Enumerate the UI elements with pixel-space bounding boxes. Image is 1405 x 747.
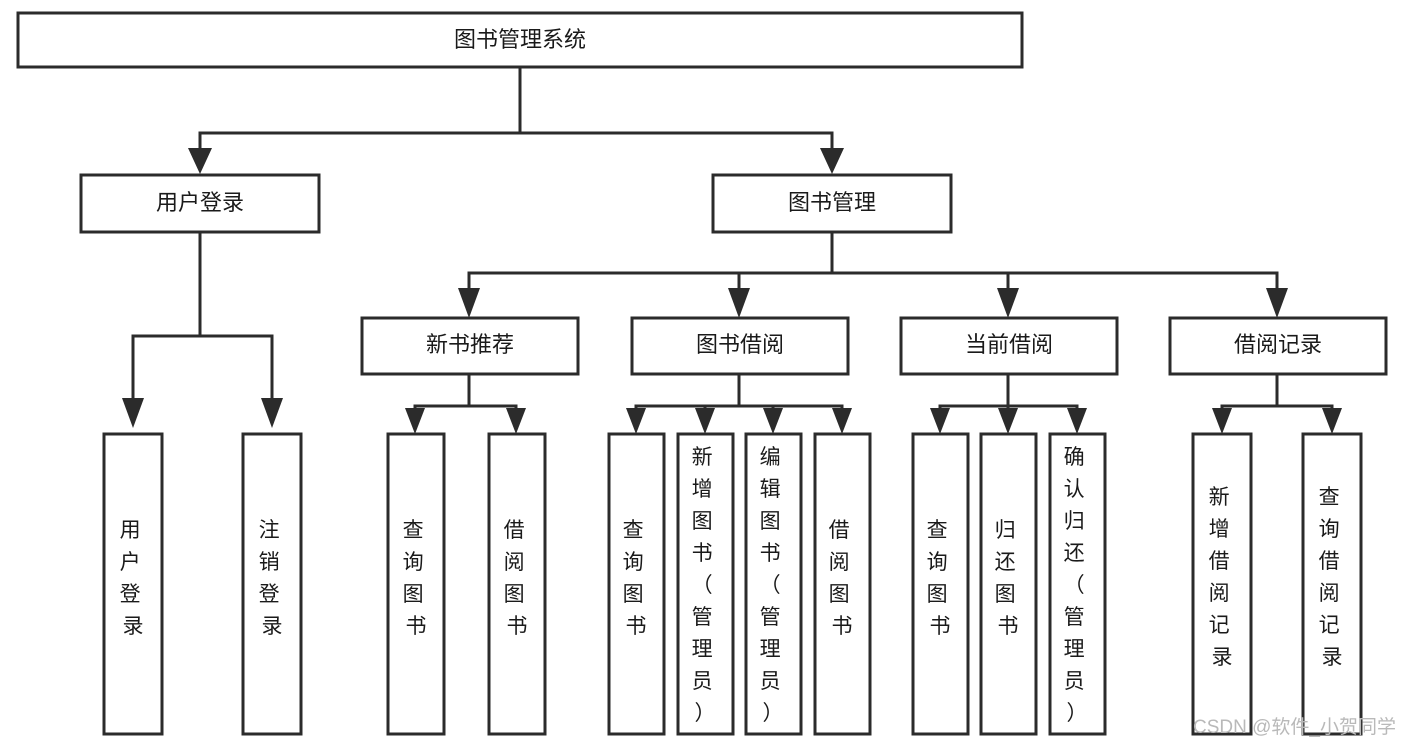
node-current-borrow-box[interactable] [899, 316, 1119, 376]
node-user-login-label: 用户登录 [156, 190, 244, 215]
arrowhead-leaf-user-login [122, 398, 144, 428]
node-book-borrow[interactable]: 图书借阅 [630, 316, 850, 376]
node-leaf-borrow-book-1-label: 借 阅 图 书 [504, 519, 531, 638]
node-leaf-add-record-label: 新 增 借 阅 记 录 [1209, 486, 1236, 669]
node-new-book-recommend-box[interactable] [360, 316, 580, 376]
node-leaf-query-book-2-box[interactable] [607, 432, 666, 736]
node-current-borrow-label: 当前借阅 [965, 332, 1053, 357]
node-borrow-record-box[interactable] [1168, 316, 1388, 376]
node-leaf-add-record[interactable]: 新 增 借 阅 记 录 [1191, 432, 1253, 736]
node-book-management[interactable]: 图书管理 [711, 173, 953, 234]
node-leaf-confirm-return-box[interactable] [1048, 432, 1107, 736]
arrowhead-leaf-query-book-2 [626, 408, 646, 434]
node-leaf-query-book-2[interactable]: 查 询 图 书 [607, 432, 666, 736]
arrowhead-leaf-confirm-return [1067, 408, 1087, 434]
node-leaf-edit-book[interactable]: 编 辑 图 书 （ 管 理 员 ） [744, 432, 803, 736]
node-book-management-label: 图书管理 [788, 190, 876, 215]
arrowhead-book-borrow [728, 288, 750, 318]
arrowhead-borrow-record [1266, 288, 1288, 318]
node-current-borrow[interactable]: 当前借阅 [899, 316, 1119, 376]
node-leaf-add-record-box[interactable] [1191, 432, 1253, 736]
node-leaf-borrow-book-1[interactable]: 借 阅 图 书 [487, 432, 547, 736]
node-leaf-query-book-3-box[interactable] [911, 432, 970, 736]
arrowhead-leaf-add-record [1212, 408, 1232, 434]
arrowhead-leaf-add-book [695, 408, 715, 434]
arrowhead-book-management [820, 148, 844, 174]
arrowhead-leaf-borrow-book-2 [832, 408, 852, 434]
node-leaf-return-book[interactable]: 归 还 图 书 [979, 432, 1038, 736]
node-user-login-box[interactable] [79, 173, 321, 234]
node-leaf-user-login-box[interactable] [102, 432, 164, 736]
node-leaf-add-book-label: 新 增 图 书 （ 管 理 员 ） [692, 446, 719, 725]
node-leaf-query-book-2-label: 查 询 图 书 [623, 519, 650, 638]
arrowhead-leaf-borrow-book-1 [506, 408, 526, 434]
node-leaf-borrow-book-2[interactable]: 借 阅 图 书 [813, 432, 872, 736]
node-leaf-borrow-book-2-label: 借 阅 图 书 [829, 519, 856, 638]
arrowhead-leaf-query-book-1 [405, 408, 425, 434]
node-leaf-edit-book-label: 编 辑 图 书 （ 管 理 员 ） [760, 446, 787, 725]
node-root[interactable]: 图书管理系统 [16, 11, 1024, 69]
node-leaf-return-book-label: 归 还 图 书 [995, 519, 1022, 638]
arrowhead-leaf-query-record [1322, 408, 1342, 434]
connector-layer [122, 65, 1342, 434]
node-book-borrow-box[interactable] [630, 316, 850, 376]
node-root-box[interactable] [16, 11, 1024, 69]
arrowhead-user-login [188, 148, 212, 174]
node-borrow-record-label: 借阅记录 [1234, 332, 1322, 357]
node-leaf-add-book[interactable]: 新 增 图 书 （ 管 理 员 ） [676, 432, 735, 736]
node-book-management-box[interactable] [711, 173, 953, 234]
arrowhead-leaf-return-book [998, 408, 1018, 434]
node-leaf-logout-box[interactable] [241, 432, 303, 736]
node-leaf-query-book-1[interactable]: 查 询 图 书 [386, 432, 446, 736]
node-leaf-add-book-box[interactable] [676, 432, 735, 736]
node-leaf-confirm-return-label: 确 认 归 还 （ 管 理 员 ） [1064, 446, 1091, 725]
node-leaf-query-record[interactable]: 查 询 借 阅 记 录 [1301, 432, 1363, 736]
node-leaf-query-book-3[interactable]: 查 询 图 书 [911, 432, 970, 736]
watermark-label: CSDN @软件_小贺同学 [1193, 716, 1396, 738]
node-book-borrow-label: 图书借阅 [696, 332, 784, 357]
node-leaf-query-book-3-label: 查 询 图 书 [927, 519, 954, 638]
node-leaf-borrow-book-2-box[interactable] [813, 432, 872, 736]
arrowhead-leaf-query-book-3 [930, 408, 950, 434]
node-leaf-user-login[interactable]: 用 户 登 录 [102, 432, 164, 736]
node-new-book-recommend-label: 新书推荐 [426, 332, 514, 357]
node-borrow-record[interactable]: 借阅记录 [1168, 316, 1388, 376]
node-leaf-query-book-1-box[interactable] [386, 432, 446, 736]
arrowhead-leaf-edit-book [763, 408, 783, 434]
node-leaf-confirm-return[interactable]: 确 认 归 还 （ 管 理 员 ） [1048, 432, 1107, 736]
arrowhead-leaf-logout [261, 398, 283, 428]
node-leaf-query-record-box[interactable] [1301, 432, 1363, 736]
node-leaf-edit-book-box[interactable] [744, 432, 803, 736]
node-leaf-return-book-box[interactable] [979, 432, 1038, 736]
node-leaf-logout[interactable]: 注 销 登 录 [241, 432, 303, 736]
node-leaf-logout-label: 注 销 登 录 [259, 519, 286, 638]
node-user-login[interactable]: 用户登录 [79, 173, 321, 234]
node-leaf-query-book-1-label: 查 询 图 书 [403, 519, 430, 638]
node-root-label: 图书管理系统 [454, 27, 586, 52]
node-leaf-user-login-label: 用 户 登 录 [120, 519, 147, 638]
node-new-book-recommend[interactable]: 新书推荐 [360, 316, 580, 376]
node-leaf-borrow-book-1-box[interactable] [487, 432, 547, 736]
arrowhead-current-borrow [997, 288, 1019, 318]
node-leaf-query-record-label: 查 询 借 阅 记 录 [1319, 486, 1346, 669]
arrowhead-new-book-recommend [458, 288, 480, 318]
